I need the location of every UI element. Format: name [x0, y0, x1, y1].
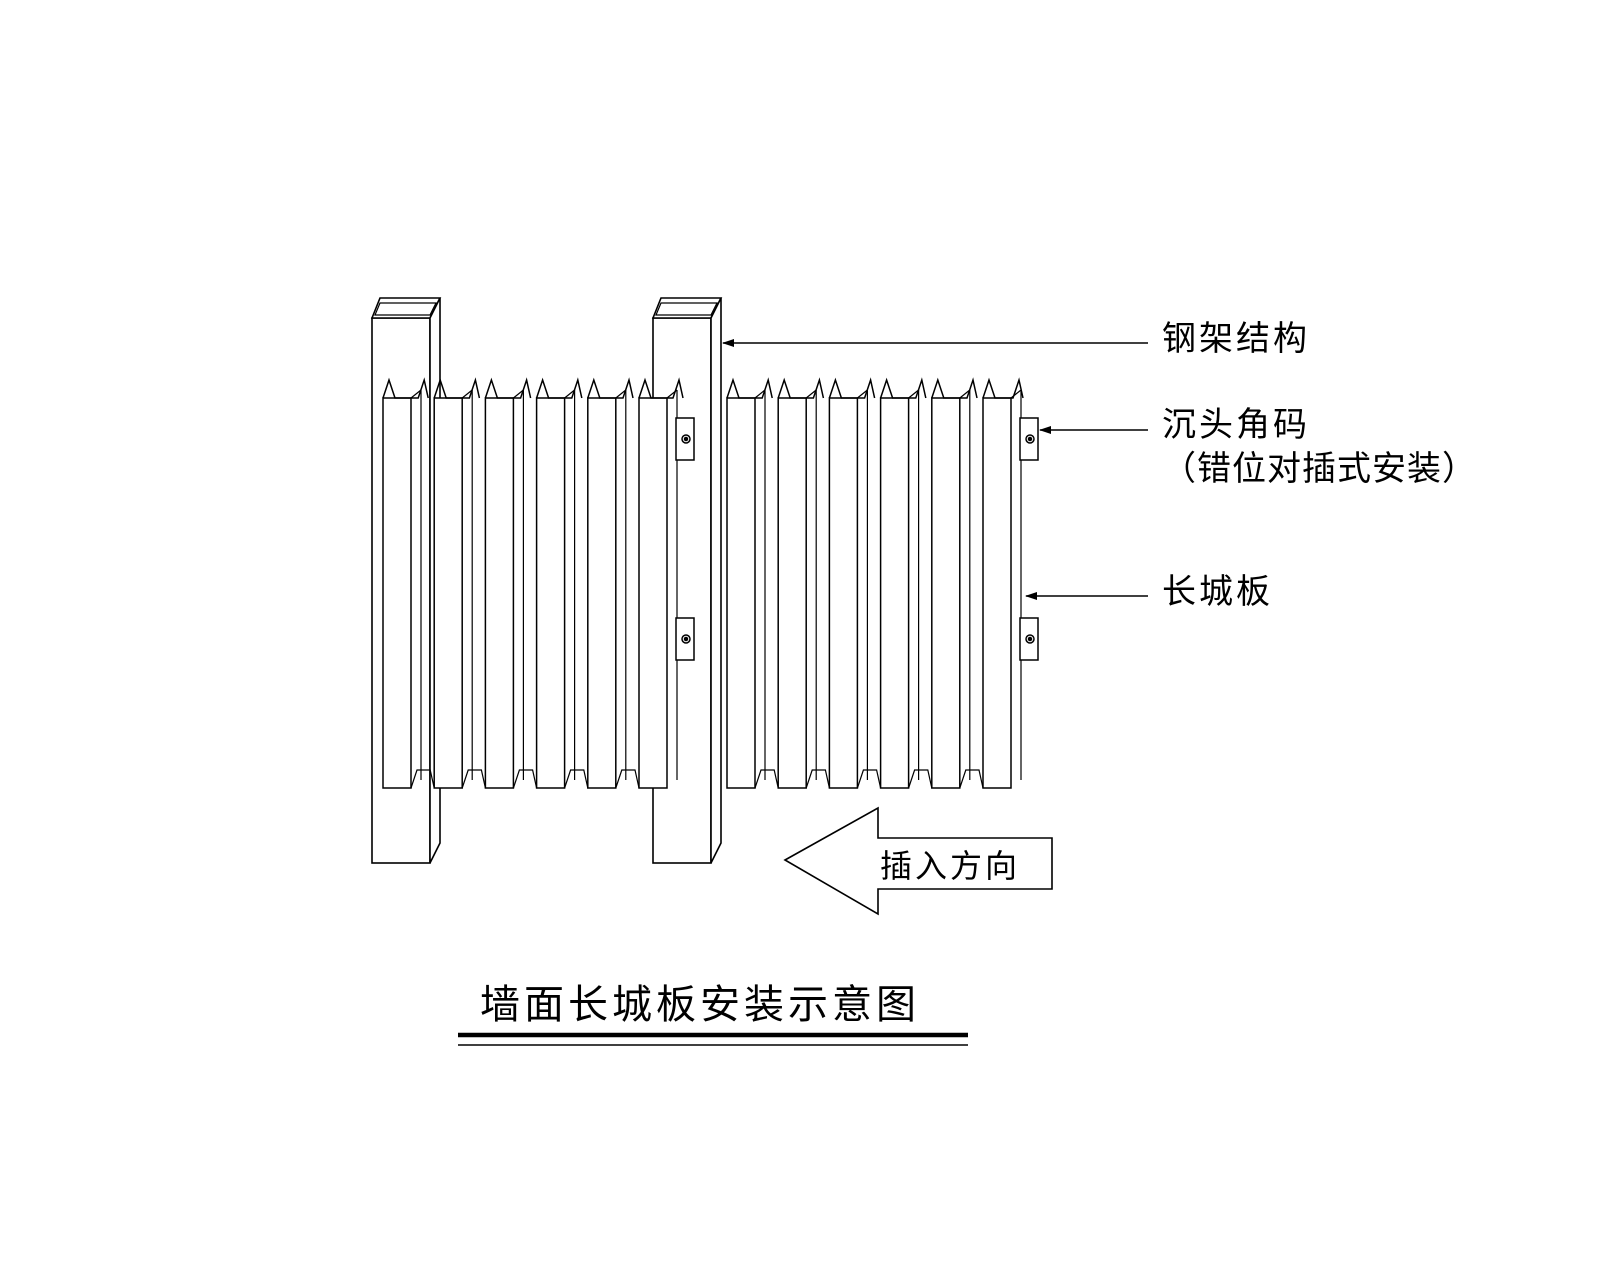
angle-code-right-bottom — [1019, 617, 1039, 661]
panel-fin — [382, 377, 435, 789]
panel-fin — [433, 377, 486, 789]
panel-fin — [828, 377, 882, 789]
panel-fin — [726, 377, 779, 789]
title-underline — [458, 1032, 968, 1046]
diagram-title: 墙面长城板安装示意图 — [480, 982, 920, 1028]
label-angle-code: 沉头角码 — [1162, 405, 1310, 445]
panel-fin — [535, 377, 589, 789]
label-steel-frame: 钢架结构 — [1162, 319, 1310, 359]
label-install-method: （错位对插式安装） — [1162, 449, 1477, 489]
angle-codes — [675, 417, 1039, 661]
panel-group-left — [382, 377, 684, 789]
panel-fin — [587, 377, 640, 789]
panel-fin — [982, 377, 1024, 789]
insert-direction-arrow: 插入方向 — [783, 806, 1053, 916]
panel-fin — [931, 377, 984, 789]
panel-fin — [879, 377, 933, 789]
label-panel: 长城板 — [1162, 572, 1273, 612]
angle-code-right-top — [1019, 417, 1039, 461]
angle-code-left-top — [675, 417, 695, 461]
angle-code-left-bottom — [675, 617, 695, 661]
panel-fin — [777, 377, 830, 789]
leader-lines — [722, 339, 1148, 600]
panel-fin — [638, 377, 684, 789]
panel-group-right — [726, 377, 1024, 789]
panel-fin — [484, 377, 538, 789]
label-insert-direction: 插入方向 — [880, 847, 1020, 885]
